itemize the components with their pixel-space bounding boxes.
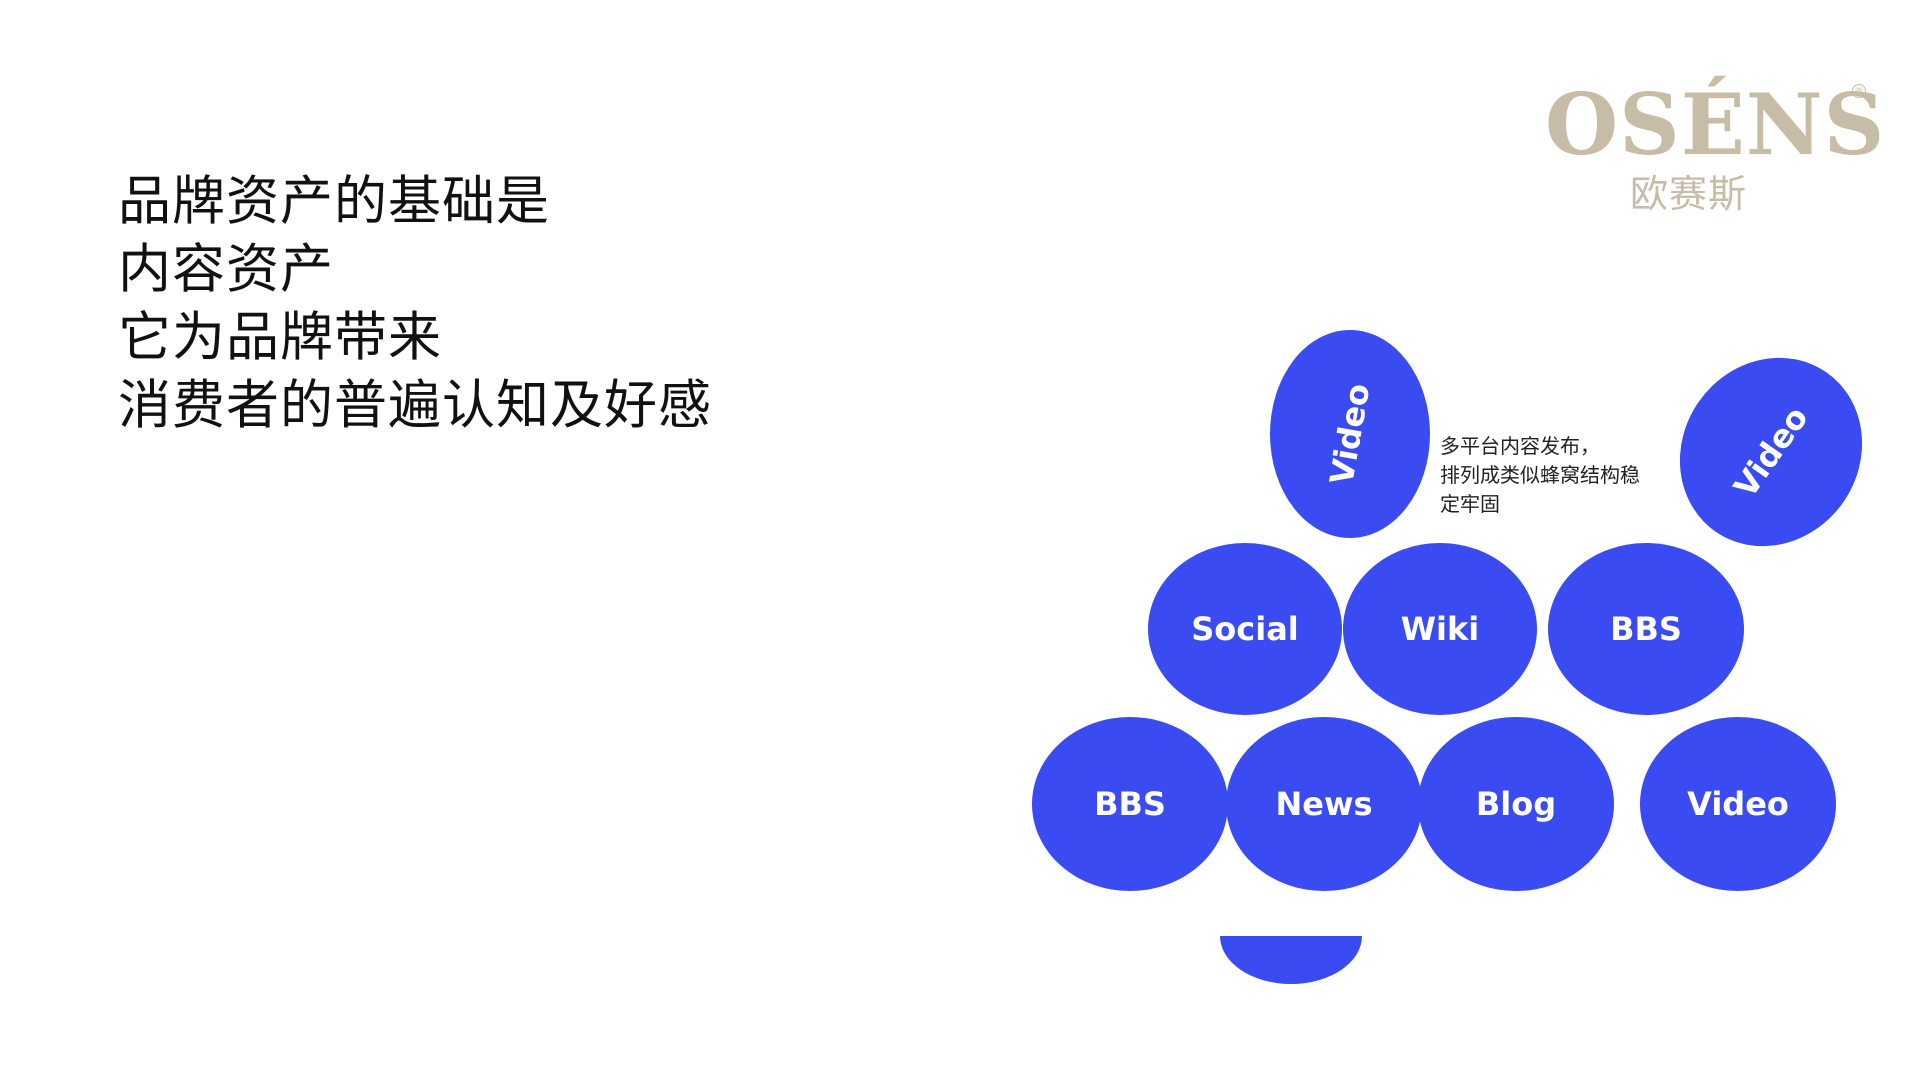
bubble-wiki: Wiki [1343, 543, 1537, 715]
bubble-label: Blog [1475, 785, 1557, 823]
bubble-news: News [1226, 717, 1422, 891]
annotation-note: 多平台内容发布， 排列成类似蜂窝结构稳 定牢固 [1440, 432, 1690, 519]
bubble-video-top-left: Video [1270, 330, 1430, 538]
headline-line-2: 内容资产 [118, 239, 334, 300]
bubble-label: BBS [1610, 610, 1682, 648]
registered-mark: ® [1852, 84, 1866, 98]
bubble-label: Wiki [1400, 610, 1480, 648]
note-line-3: 定牢固 [1440, 492, 1500, 516]
brand-logo: OSÉNS ® 欧赛斯 [1545, 80, 1884, 220]
headline-line-4: 消费者的普遍认知及好感 [118, 375, 712, 436]
headline-line-3: 它为品牌带来 [118, 307, 442, 368]
bubble-label: News [1275, 785, 1373, 823]
bubble-label: Social [1191, 610, 1299, 648]
bubble-label: Video [1726, 399, 1816, 505]
bubble-label: Video [1322, 380, 1378, 488]
headline-line-1: 品牌资产的基础是 [118, 171, 550, 232]
bubble-video-bottom: Video [1640, 717, 1836, 891]
bubble-social: Social [1148, 543, 1342, 715]
headline: 品牌资产的基础是 内容资产 它为品牌带来 消费者的普遍认知及好感 [118, 168, 712, 440]
logo-wordmark: OSÉNS [1545, 75, 1886, 174]
bubble-label: BBS [1094, 785, 1166, 823]
note-line-1: 多平台内容发布， [1440, 434, 1600, 458]
bubble-fragment [1220, 936, 1362, 984]
bubble-video-top-right: Video [1643, 322, 1899, 582]
note-line-2: 排列成类似蜂窝结构稳 [1440, 463, 1640, 487]
bubble-bbs-bottom: BBS [1032, 717, 1228, 891]
bubble-bbs-middle: BBS [1548, 543, 1744, 715]
bubble-label: Video [1687, 785, 1789, 823]
logo-chinese-name: 欧赛斯 [1630, 172, 1748, 216]
bubble-blog: Blog [1418, 717, 1614, 891]
